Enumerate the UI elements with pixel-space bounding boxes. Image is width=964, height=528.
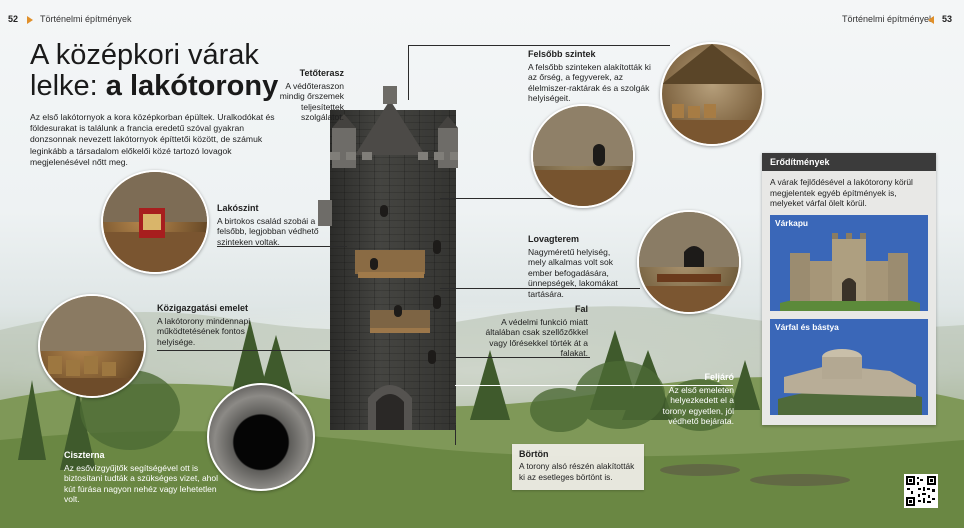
infobox-text: A várak fejlődésével a lakótorony körül … bbox=[770, 177, 913, 208]
leader-line-fal bbox=[455, 357, 590, 358]
label-borton-heading: Börtön bbox=[519, 449, 549, 459]
label-ciszterna: Ciszterna Az esővízgyűjtők segítségével … bbox=[64, 450, 228, 505]
qr-code bbox=[904, 474, 938, 508]
intro-paragraph: Az első lakótornyok a kora középkorban é… bbox=[30, 112, 275, 167]
label-kozigazgatasi: Közigazgatási emelet A lakótorony minden… bbox=[157, 303, 267, 347]
felsobb-2-illustration bbox=[662, 44, 762, 144]
varfal-illustration bbox=[778, 349, 922, 415]
label-borton: Börtön A torony alsó részén alakították … bbox=[512, 444, 644, 490]
lakoszint-illustration bbox=[103, 172, 207, 272]
infobox-heading: Erődítmények bbox=[762, 153, 936, 171]
left-running-head: Történelmi építmények bbox=[40, 14, 132, 24]
infobox-eroditmenyek: Erődítmények A várak fejlődésével a lakó… bbox=[762, 153, 936, 425]
label-kozigazgatasi-heading: Közigazgatási emelet bbox=[157, 303, 249, 313]
label-teterasz-text: A védőteraszon mindig őrszemek teljesíte… bbox=[279, 80, 344, 123]
title-line-2: lelke: a lakótorony bbox=[30, 71, 278, 102]
lovagterem-illustration bbox=[639, 212, 739, 312]
circle-ciszterna bbox=[207, 383, 315, 491]
title-line-1: A középkori várak bbox=[30, 39, 259, 71]
label-lakoszint: Lakószint A birtokos család szobái a fel… bbox=[217, 203, 321, 247]
label-ciszterna-text: Az esővízgyűjtők segítségével ott is biz… bbox=[64, 462, 219, 505]
label-felsobb-heading: Felsőbb szintek bbox=[528, 49, 596, 59]
circle-kozigazgatasi bbox=[38, 294, 146, 398]
label-feljaro-heading: Feljáró bbox=[704, 372, 734, 382]
leader-line-lovagterem bbox=[440, 288, 640, 289]
leader-line-feljaro bbox=[455, 385, 733, 386]
panel-varfal-es-bastya: Várfal és bástya bbox=[770, 319, 928, 415]
leader-line-kozigazgatasi bbox=[157, 350, 357, 351]
label-lakoszint-heading: Lakószint bbox=[217, 203, 259, 213]
label-fal: Fal A védelmi funkció miatt általában cs… bbox=[476, 304, 588, 359]
label-teterasz-heading: Tetőterasz bbox=[299, 68, 344, 78]
page-title: A középkori várak lelke: a lakótorony bbox=[30, 40, 278, 102]
varkapu-illustration bbox=[780, 233, 920, 311]
label-teterasz: Tetőterasz A védőteraszon mindig őrszeme… bbox=[270, 68, 344, 123]
left-triangle-icon bbox=[928, 16, 934, 24]
label-ciszterna-heading: Ciszterna bbox=[64, 450, 105, 460]
label-lovagterem: Lovagterem Nagyméretű helyiség, mely alk… bbox=[528, 234, 628, 300]
qr-code-icon bbox=[906, 476, 936, 506]
right-triangle-icon bbox=[27, 16, 33, 24]
panel-varkapu: Várkapu bbox=[770, 215, 928, 311]
label-feljaro-text: Az első emeleten helyezkedett el a toron… bbox=[662, 384, 734, 427]
panel-varfal-label: Várfal és bástya bbox=[775, 322, 839, 332]
label-feljaro: Feljáró Az első emeleten helyezkedett el… bbox=[654, 372, 734, 427]
label-lovagterem-text: Nagyméretű helyiség, mely alkalmas volt … bbox=[528, 246, 618, 299]
title-line-2-bold: a lakótorony bbox=[105, 70, 279, 102]
circle-lovagterem bbox=[637, 210, 741, 314]
label-fal-heading: Fal bbox=[574, 304, 588, 314]
kozigazgatasi-illustration bbox=[40, 296, 144, 396]
label-kozigazgatasi-text: A lakótorony mindennapi működtetésének f… bbox=[157, 315, 251, 347]
label-fal-text: A védelmi funkció miatt általában csak s… bbox=[485, 316, 588, 359]
label-lakoszint-text: A birtokos család szobái a felsőbb, legj… bbox=[217, 215, 319, 247]
label-lovagterem-heading: Lovagterem bbox=[528, 234, 580, 244]
panel-varkapu-label: Várkapu bbox=[775, 218, 809, 228]
right-page-number: 53 bbox=[942, 14, 953, 24]
leader-line-felsobb-circle bbox=[440, 198, 590, 199]
title-line-2-normal: lelke: bbox=[30, 70, 106, 102]
left-page-number: 52 bbox=[8, 14, 19, 24]
circle-felsobb-2 bbox=[660, 42, 764, 146]
felsobb-1-illustration bbox=[533, 106, 633, 206]
circle-lakoszint bbox=[101, 170, 209, 274]
leader-line-felsobb bbox=[408, 45, 670, 46]
leader-line-lakoszint bbox=[217, 246, 347, 247]
leader-line-teterasz bbox=[408, 45, 409, 100]
tower-illustration bbox=[318, 86, 458, 430]
leader-line-borton bbox=[455, 425, 456, 445]
right-running-head: Történelmi építmények bbox=[842, 14, 934, 24]
label-borton-text: A torony alsó részén alakították ki az e… bbox=[519, 461, 635, 482]
label-felsobb-text: A felsőbb szinteken alakították ki az őr… bbox=[528, 61, 651, 104]
label-felsobb: Felsőbb szintek A felsőbb szinteken alak… bbox=[528, 49, 656, 104]
circle-felsobb-1 bbox=[531, 104, 635, 208]
